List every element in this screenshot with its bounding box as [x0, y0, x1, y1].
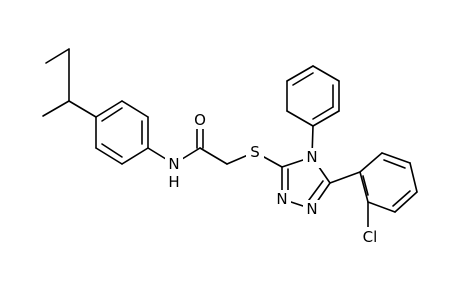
triazole-n4-atom-label: N: [306, 148, 317, 166]
sulfur-atom-label: S: [250, 143, 260, 161]
triazole-n2-atom-label: N: [276, 190, 287, 208]
amide-hydrogen-atom-label: H: [168, 173, 179, 191]
bond: [121, 100, 149, 118]
bond: [95, 100, 123, 118]
bond: [394, 191, 418, 213]
bond: [359, 152, 383, 173]
amide-nitrogen-atom-label: N: [168, 155, 179, 173]
triazole-n1-atom-label: N: [306, 200, 317, 218]
bond: [383, 159, 406, 169]
bond: [286, 65, 314, 82]
bond: [45, 48, 70, 64]
oxygen-atom-label: O: [194, 111, 206, 129]
bond: [101, 107, 123, 122]
bond: [312, 65, 340, 82]
bond: [362, 175, 369, 196]
bond: [101, 143, 123, 158]
bond-layer: [42, 48, 418, 232]
bond: [409, 162, 418, 193]
bond: [359, 171, 369, 203]
bond: [329, 171, 361, 184]
bond: [42, 100, 70, 117]
bond: [286, 110, 314, 127]
bond: [68, 100, 97, 118]
bond: [292, 72, 314, 86]
chlorine-atom-label: Cl: [363, 228, 378, 246]
bond: [312, 106, 334, 120]
bond: [392, 190, 411, 207]
bond: [312, 110, 340, 127]
bond: [199, 147, 228, 165]
atom-label-layer: O N H S N N N Cl: [165, 110, 382, 247]
bond: [95, 147, 123, 165]
bond: [121, 147, 149, 165]
bond: [367, 201, 396, 213]
bond: [381, 152, 411, 164]
